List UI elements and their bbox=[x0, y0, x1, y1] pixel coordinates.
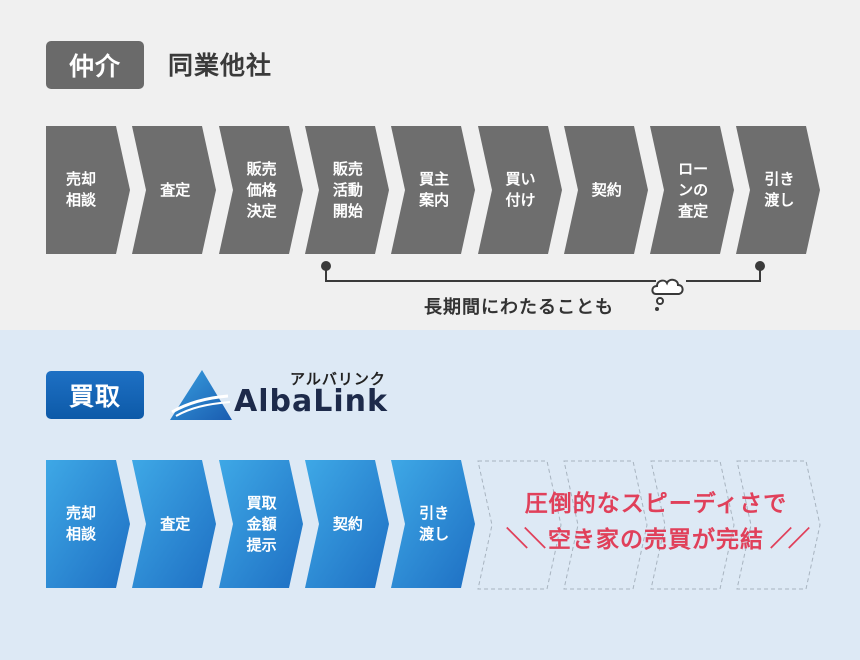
purchase-step-arrow-shape bbox=[218, 460, 303, 588]
purchase-step-label: 買取 金額 提示 bbox=[246, 493, 277, 554]
broker-step-label: 引き 渡し bbox=[764, 170, 795, 209]
purchase-step-arrow-shape bbox=[391, 460, 476, 588]
purchase-step-label: 引き 渡し bbox=[419, 504, 450, 543]
promo-message: 圧倒的なスピーディさで ＼＼ 空き家の売買が完結 ／／ bbox=[486, 486, 826, 558]
broker-step-5: 買主 案内 bbox=[391, 126, 476, 254]
broker-step-arrow-shape bbox=[391, 126, 476, 254]
broker-step-label: 査定 bbox=[160, 180, 191, 199]
broker-step-label: 販売 活動 開始 bbox=[332, 159, 363, 220]
broker-step-4: 販売 活動 開始 bbox=[304, 126, 389, 254]
broker-step-2: 査定 bbox=[132, 126, 217, 254]
purchase-step-arrow-shape bbox=[132, 460, 217, 588]
broker-step-arrow-shape bbox=[563, 126, 648, 254]
broker-step-label: 売却 相談 bbox=[65, 170, 96, 209]
broker-step-9: 引き 渡し bbox=[736, 126, 821, 254]
thought-cloud-icon bbox=[651, 278, 684, 311]
purchase-step-arrow-shape bbox=[46, 460, 130, 588]
broker-step-3: 販売 価格 決定 bbox=[218, 126, 303, 254]
long-duration-note: 長期間にわたることも bbox=[424, 297, 614, 318]
purchase-step-label: 査定 bbox=[160, 514, 191, 533]
broker-step-label: ロー ンの 査定 bbox=[678, 159, 709, 220]
purchase-step-label: 売却 相談 bbox=[65, 504, 96, 543]
broker-subject: 同業他社 bbox=[168, 51, 273, 80]
purchase-tag: 買取 bbox=[46, 371, 144, 419]
purchase-step-arrow-shape bbox=[304, 460, 389, 588]
purchase-step-label: 契約 bbox=[332, 514, 363, 533]
broker-step-label: 買い 付け bbox=[505, 170, 536, 209]
broker-step-7: 契約 bbox=[563, 126, 648, 254]
broker-step-arrow-shape bbox=[477, 126, 562, 254]
broker-step-6: 買い 付け bbox=[477, 126, 562, 254]
purchase-step-3: 買取 金額 提示 bbox=[218, 460, 303, 588]
logo-kana: アルバリンク bbox=[290, 370, 386, 388]
left-slash-decoration: ＼＼ bbox=[505, 527, 546, 552]
broker-step-arrow-shape bbox=[736, 126, 821, 254]
promo-line-2: 空き家の売買が完結 bbox=[548, 527, 764, 553]
broker-step-arrow-shape bbox=[46, 126, 130, 254]
broker-step-1: 売却 相談 bbox=[46, 126, 130, 254]
purchase-step-5: 引き 渡し bbox=[391, 460, 476, 588]
broker-step-label: 契約 bbox=[591, 180, 622, 199]
albalink-logo-icon bbox=[170, 370, 232, 420]
broker-step-arrow-shape bbox=[650, 126, 735, 254]
broker-step-arrow-shape bbox=[218, 126, 303, 254]
promo-line-1: 圧倒的なスピーディさで bbox=[524, 491, 788, 517]
broker-step-8: ロー ンの 査定 bbox=[650, 126, 735, 254]
logo-wordmark: AlbaLink bbox=[234, 384, 388, 419]
right-slash-decoration: ／／ bbox=[770, 527, 810, 552]
broker-tag: 仲介 bbox=[46, 41, 144, 89]
purchase-step-4: 契約 bbox=[304, 460, 389, 588]
purchase-step-1: 売却 相談 bbox=[46, 460, 130, 588]
purchase-step-2: 査定 bbox=[132, 460, 217, 588]
broker-step-arrow-shape bbox=[304, 126, 389, 254]
broker-step-label: 販売 価格 決定 bbox=[246, 159, 277, 220]
broker-step-label: 買主 案内 bbox=[419, 170, 450, 209]
broker-step-arrow-shape bbox=[132, 126, 217, 254]
